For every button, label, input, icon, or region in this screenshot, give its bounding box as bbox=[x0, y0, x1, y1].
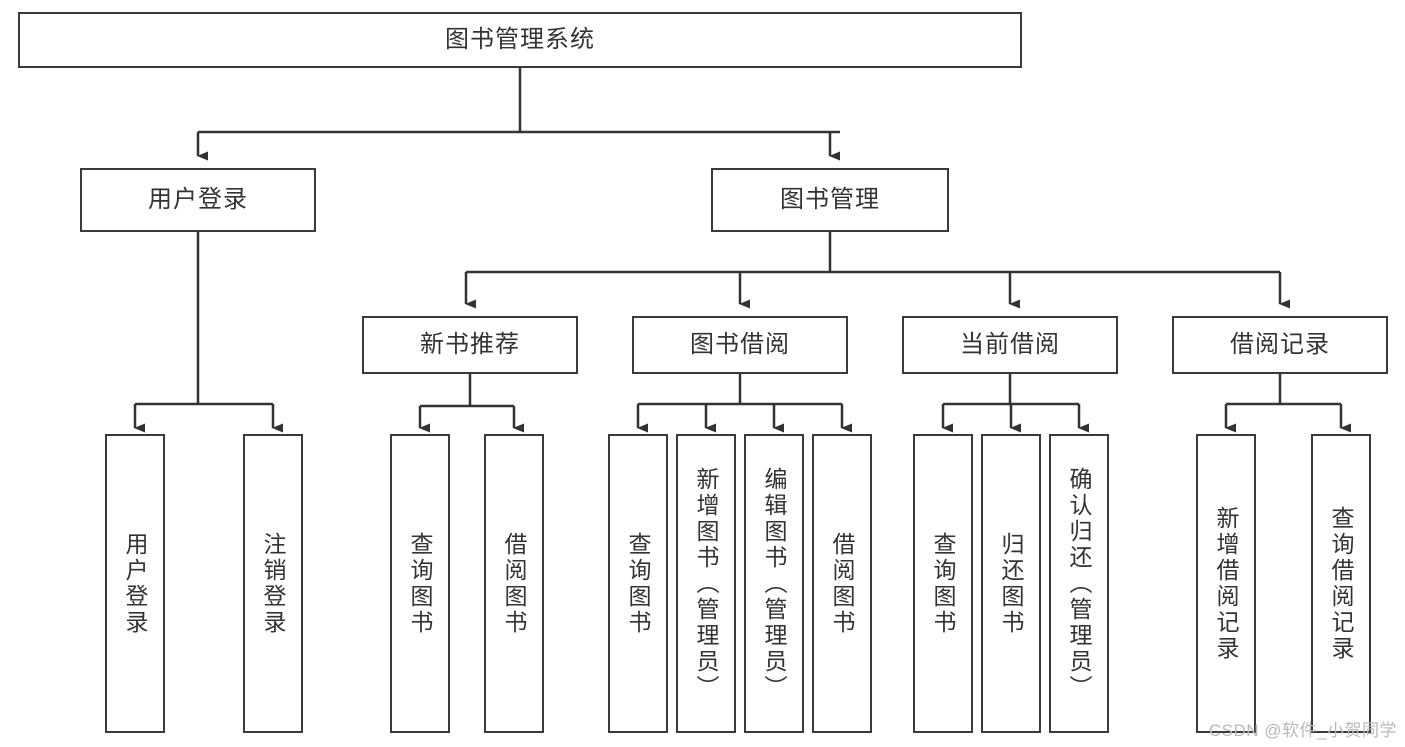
node-label: 新书推荐 bbox=[420, 330, 520, 358]
node-label: 编辑图书（管理员） bbox=[761, 466, 788, 701]
leaf-add-borrow-record[interactable]: 新增借阅记录 bbox=[1196, 434, 1256, 733]
node-label: 图书管理 bbox=[780, 185, 880, 213]
leaf-query-book-current[interactable]: 查询图书 bbox=[913, 434, 973, 733]
node-label: 查询图书 bbox=[930, 531, 957, 636]
leaf-query-book-recommend[interactable]: 查询图书 bbox=[390, 434, 450, 733]
node-label: 图书管理系统 bbox=[445, 25, 595, 53]
leaf-borrow-book[interactable]: 借阅图书 bbox=[812, 434, 872, 733]
node-label: 当前借阅 bbox=[960, 330, 1060, 358]
node-book-borrow[interactable]: 图书借阅 bbox=[632, 316, 848, 374]
leaf-logout[interactable]: 注销登录 bbox=[243, 434, 303, 733]
node-label: 归还图书 bbox=[998, 531, 1025, 636]
node-label: 用户登录 bbox=[122, 531, 149, 636]
leaf-confirm-return-admin[interactable]: 确认归还（管理员） bbox=[1049, 434, 1109, 733]
node-new-book-recommend[interactable]: 新书推荐 bbox=[362, 316, 578, 374]
node-label: 用户登录 bbox=[148, 185, 248, 213]
node-label: 查询借阅记录 bbox=[1328, 505, 1355, 662]
node-root-book-management-system[interactable]: 图书管理系统 bbox=[18, 12, 1022, 68]
leaf-borrow-book-recommend[interactable]: 借阅图书 bbox=[484, 434, 544, 733]
leaf-query-borrow-record[interactable]: 查询借阅记录 bbox=[1311, 434, 1371, 733]
node-label: 查询图书 bbox=[625, 531, 652, 636]
leaf-return-book[interactable]: 归还图书 bbox=[981, 434, 1041, 733]
node-label: 注销登录 bbox=[260, 531, 287, 636]
leaf-user-login[interactable]: 用户登录 bbox=[105, 434, 165, 733]
node-label: 图书借阅 bbox=[690, 330, 790, 358]
node-label: 借阅记录 bbox=[1230, 330, 1330, 358]
node-borrow-record[interactable]: 借阅记录 bbox=[1172, 316, 1388, 374]
node-label: 确认归还（管理员） bbox=[1066, 466, 1093, 701]
leaf-add-book-admin[interactable]: 新增图书（管理员） bbox=[676, 434, 736, 733]
node-label: 借阅图书 bbox=[829, 531, 856, 636]
node-current-borrow[interactable]: 当前借阅 bbox=[902, 316, 1118, 374]
leaf-edit-book-admin[interactable]: 编辑图书（管理员） bbox=[744, 434, 804, 733]
node-book-management[interactable]: 图书管理 bbox=[711, 168, 949, 232]
node-label: 借阅图书 bbox=[501, 531, 528, 636]
node-user-login[interactable]: 用户登录 bbox=[80, 168, 316, 232]
node-label: 查询图书 bbox=[407, 531, 434, 636]
node-label: 新增借阅记录 bbox=[1213, 505, 1240, 662]
node-label: 新增图书（管理员） bbox=[693, 466, 720, 701]
watermark-text: CSDN @软件_小贺同学 bbox=[1208, 721, 1397, 740]
leaf-query-book-borrow[interactable]: 查询图书 bbox=[608, 434, 668, 733]
